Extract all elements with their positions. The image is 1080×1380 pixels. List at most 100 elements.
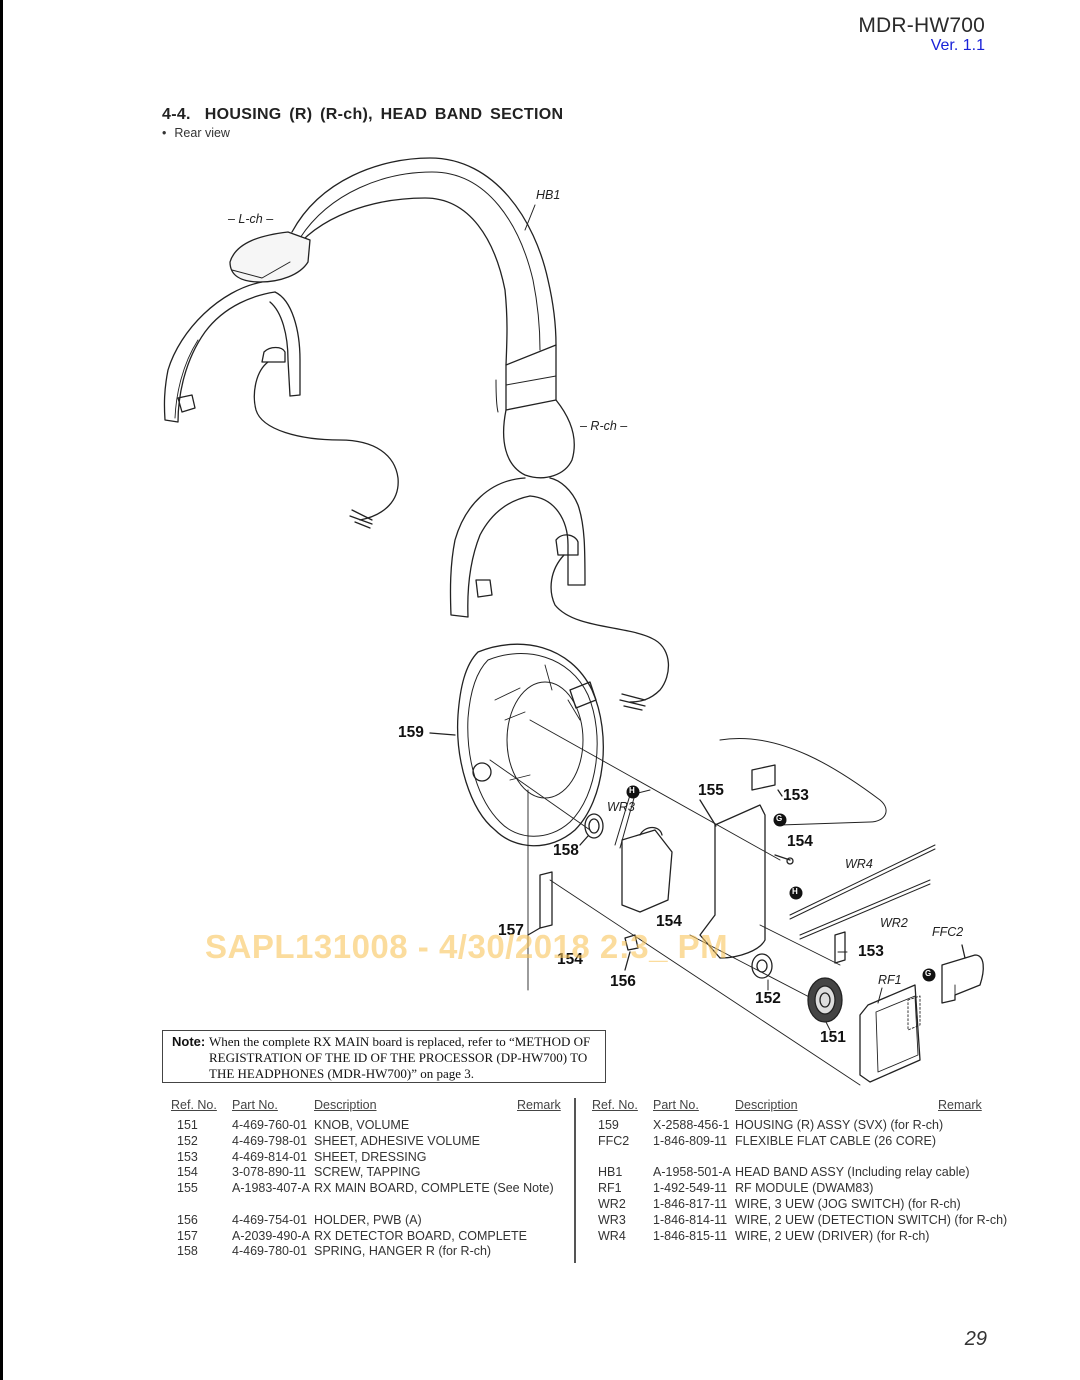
cell-part: A-2039-490-A: [232, 1228, 310, 1243]
housing-159: [429, 643, 604, 847]
cell-desc: SCREW, TAPPING: [314, 1165, 421, 1180]
marker-h-label-2: H: [792, 887, 798, 896]
cell-desc: HOUSING (R) ASSY (SVX) (for R-ch): [735, 1118, 944, 1132]
table-row: 151 4-469-760-01 KNOB, VOLUME: [171, 1118, 571, 1134]
cell-desc: SHEET, ADHESIVE VOLUME: [314, 1133, 481, 1148]
marker-h-1: [626, 785, 640, 799]
table-row: 154 3-078-890-11 SCREW, TAPPING: [171, 1165, 571, 1181]
cell-desc: FLEXIBLE FLAT CABLE (26 CORE): [735, 1133, 936, 1148]
cell-part: 1-492-549-11: [653, 1181, 728, 1196]
parts-table-left: Ref. No. Part No. Description Remark 151…: [171, 1098, 571, 1260]
cell-ref: 153: [177, 1149, 198, 1164]
cell-ref: 152: [177, 1133, 198, 1148]
section-title-text: HOUSING (R) (R-ch), HEAD BAND SECTION: [204, 106, 564, 123]
cell-ref: 151: [177, 1118, 198, 1132]
callout-rf1: RF1: [878, 973, 902, 987]
cell-ref: WR3: [598, 1212, 626, 1227]
main-board-155: [699, 738, 887, 964]
callout-151: 151: [820, 1029, 846, 1046]
callout-153-top: 153: [783, 787, 809, 804]
marker-g-1: [773, 813, 787, 827]
cell-part: 4-469-798-01: [232, 1133, 308, 1148]
connector-markers: [626, 785, 936, 982]
cell-ref: 157: [177, 1228, 198, 1243]
sheet-152: [751, 953, 773, 979]
cell-part: 1-846-815-11: [653, 1228, 728, 1243]
callout-154-board: 154: [787, 833, 813, 850]
headband-hb1: [229, 157, 575, 479]
exploded-view-diagram: [163, 157, 984, 1086]
wires: [614, 789, 936, 940]
page-number: 29: [964, 1328, 987, 1350]
cell-part: X-2588-456-1: [653, 1118, 730, 1132]
cell-ref: 159: [598, 1118, 619, 1132]
col-remark: Remark: [517, 1098, 561, 1112]
slider-lch: [163, 281, 399, 529]
callout-159: 159: [398, 724, 424, 741]
marker-h-2: [789, 886, 803, 900]
cell-desc: WIRE, 2 UEW (DETECTION SWITCH) (for R-ch…: [735, 1212, 1008, 1227]
parts-table-right: Ref. No. Part No. Description Remark 159…: [592, 1098, 1007, 1245]
cell-ref: 154: [177, 1165, 198, 1180]
note-box: Note: When the complete RX MAIN board is…: [162, 1030, 606, 1083]
callout-154-holder: 154: [656, 913, 682, 930]
table-row: WR4 1-846-815-11 WIRE, 2 UEW (DRIVER) (for…: [592, 1229, 992, 1245]
table-row: 152 4-469-798-01 SHEET, ADHESIVE VOLUME: [171, 1134, 571, 1150]
marker-g-2: [922, 968, 936, 982]
callout-156: 156: [610, 973, 636, 990]
watermark: SAPL131008 - 4/30/2018 2:3_ PM: [205, 928, 729, 965]
table-divider: [574, 1098, 576, 1263]
col-ref: Ref. No.: [592, 1098, 638, 1112]
table-body-right: 159 X-2588-456-1 HOUSING (R) ASSY (SVX) (f…: [592, 1118, 1007, 1245]
col-part: Part No.: [653, 1098, 699, 1112]
cell-desc: KNOB, VOLUME: [314, 1118, 410, 1132]
flat-cable-ffc2: [941, 944, 984, 1004]
cell-ref: FFC2: [598, 1133, 630, 1148]
note-label: Note:: [172, 1034, 206, 1049]
cell-desc: HOLDER, PWB (A): [314, 1212, 422, 1227]
cell-desc: WIRE, 2 UEW (DRIVER) (for R-ch): [735, 1228, 930, 1243]
cell-part: 1-846-814-11: [653, 1212, 728, 1227]
cell-desc: RX DETECTOR BOARD, COMPLETE: [314, 1228, 527, 1243]
bullet: •: [162, 126, 167, 140]
cell-desc: HEAD BAND ASSY (Including relay cable): [735, 1165, 970, 1180]
section-title: 4-4. HOUSING (R) (R-ch), HEAD BAND SECTIO…: [162, 106, 563, 124]
cell-desc: RX MAIN BOARD, COMPLETE (See Note): [314, 1181, 554, 1196]
cell-part: A-1983-407-A: [232, 1181, 310, 1196]
col-ref: Ref. No.: [171, 1098, 217, 1112]
view-note-text: Rear view: [174, 126, 230, 140]
cell-desc: WIRE, 3 UEW (JOG SWITCH) (for R-ch): [735, 1196, 961, 1211]
label-lch: – L-ch –: [228, 212, 274, 226]
cell-part: 4-469-760-01: [232, 1118, 308, 1132]
col-remark: Remark: [938, 1098, 982, 1112]
cell-desc: SPRING, HANGER R (for R-ch): [314, 1244, 492, 1259]
table-row: WR2 1-846-817-11 WIRE, 3 UEW (JOG SWITCH) …: [592, 1197, 992, 1213]
callout-153-bottom: 153: [858, 943, 884, 960]
version-label: Ver. 1.1: [930, 37, 985, 54]
cell-ref: WR4: [598, 1228, 626, 1243]
cell-part: 4-469-780-01: [232, 1244, 308, 1259]
cell-ref: 156: [177, 1212, 198, 1227]
cell-ref: WR2: [598, 1196, 626, 1211]
callout-155: 155: [698, 782, 724, 799]
cell-ref: RF1: [598, 1181, 622, 1196]
table-header: Ref. No. Part No. Description Remark: [171, 1098, 571, 1118]
model-name: MDR-HW700: [858, 14, 985, 37]
marker-g-label: G: [776, 814, 783, 823]
callout-wr2: WR2: [880, 916, 908, 930]
cell-part: 1-846-817-11: [653, 1196, 728, 1211]
knob-151: [807, 977, 843, 1023]
cell-part: A-1958-501-A: [653, 1165, 731, 1180]
section-number: 4-4.: [162, 106, 191, 123]
note-text: When the complete RX MAIN board is repla…: [209, 1034, 591, 1081]
table-row: 157 A-2039-490-A RX DETECTOR BOARD, COMPLE…: [171, 1229, 571, 1245]
label-rch: – R-ch –: [580, 419, 628, 433]
callout-154-detector: 154: [557, 951, 583, 968]
row-spacer: [171, 1197, 571, 1213]
cell-desc: SHEET, DRESSING: [314, 1149, 427, 1164]
cell-part: 3-078-890-11: [232, 1165, 307, 1180]
